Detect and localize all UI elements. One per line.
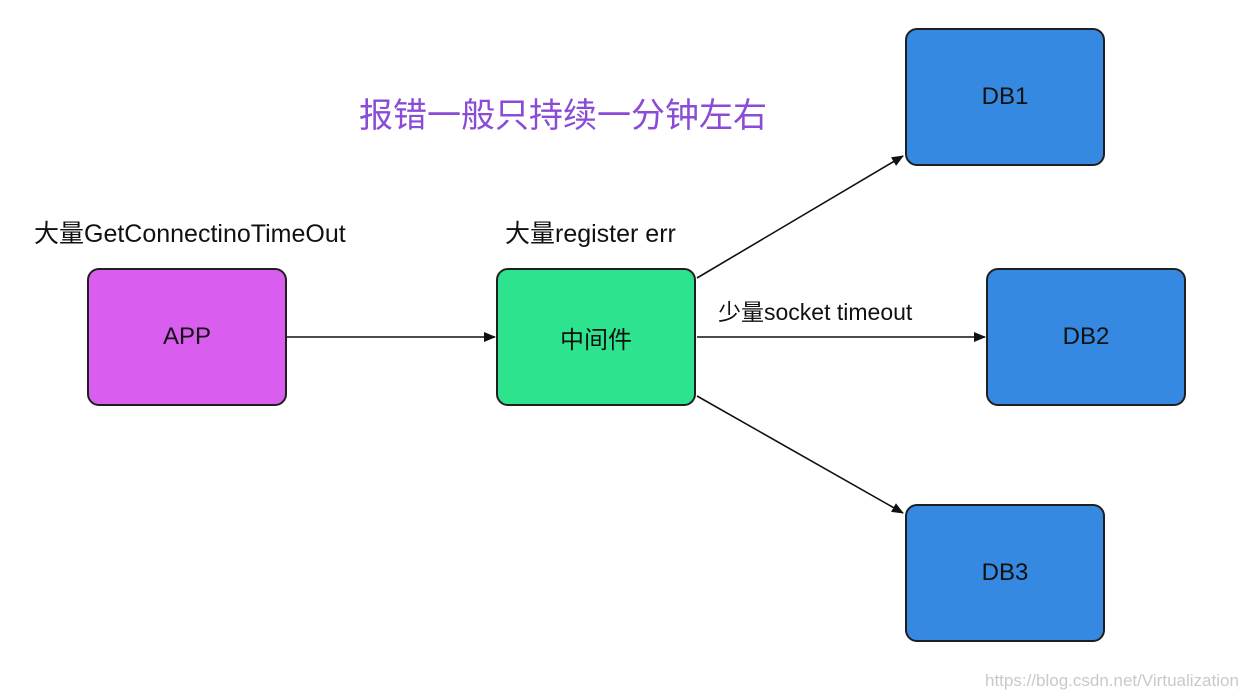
edge-middleware-to-db1 xyxy=(696,155,904,279)
middleware-node[interactable]: 中间件 xyxy=(496,268,696,406)
watermark-text: https://blog.csdn.net/Virtualization_ xyxy=(985,671,1239,690)
db2-node-label: DB2 xyxy=(1062,323,1110,350)
app-node-label: APP xyxy=(162,323,212,350)
diagram-title: 报错一般只持续一分钟左右 xyxy=(359,96,767,136)
middleware-node-label: 中间件 xyxy=(560,326,632,354)
app-node[interactable]: APP xyxy=(87,268,287,406)
db3-node[interactable]: DB3 xyxy=(905,504,1105,642)
db3-node-label: DB3 xyxy=(981,559,1029,586)
db2-node[interactable]: DB2 xyxy=(986,268,1186,406)
db2-edge-annotation: 少量socket timeout xyxy=(718,299,913,325)
edge-middleware-to-db3 xyxy=(696,395,904,514)
app-error-annotation: 大量GetConnectinoTimeOut xyxy=(34,220,346,248)
middleware-error-annotation: 大量register err xyxy=(505,220,676,248)
db1-node-label: DB1 xyxy=(981,83,1029,110)
db1-node[interactable]: DB1 xyxy=(905,28,1105,166)
